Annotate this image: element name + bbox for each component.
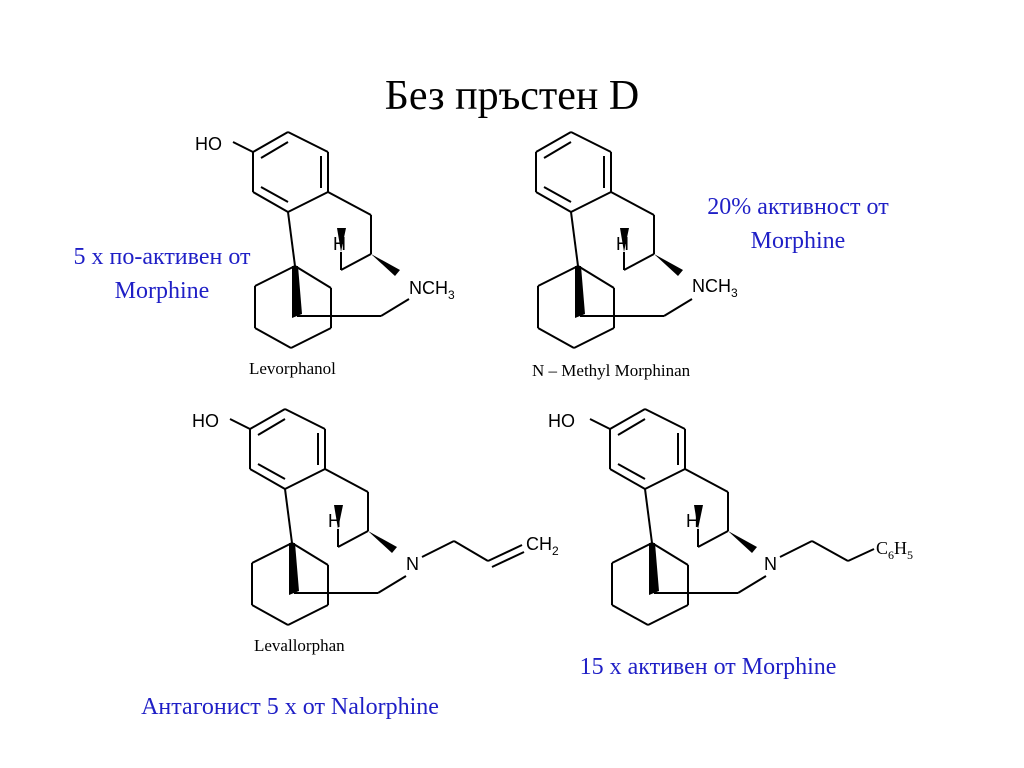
bridge-h-label: H — [616, 234, 629, 254]
methylmorphinan-structure: H NCH3 — [535, 131, 738, 349]
svg-text:C6H5: C6H5 — [876, 538, 913, 562]
n-methyl-label: CH — [705, 276, 731, 296]
phenyl-c-subscript: 6 — [888, 548, 894, 562]
levorphanol-note: 5 x по-активен от Morphine — [73, 244, 251, 304]
levallorphan-caption: Levallorphan — [254, 636, 345, 655]
methylmorphinan-note: 20% активност от Morphine — [707, 194, 889, 254]
phenylpropyl-structure: HO H N C6H5 — [548, 408, 913, 626]
n-methyl-subscript: 3 — [731, 286, 738, 300]
methylmorphinan-caption: N – Methyl Morphinan — [532, 361, 691, 380]
hydroxyl-label: HO — [192, 411, 219, 431]
levorphanol-caption: Levorphanol — [249, 359, 336, 378]
terminal-ch-label: CH — [526, 534, 552, 554]
slide-title: Без пръстен D — [384, 73, 640, 119]
nitrogen-label: N — [764, 554, 777, 574]
phenyl-h-label: H — [894, 538, 907, 558]
bridge-h-label: H — [686, 511, 699, 531]
n-methyl-subscript: 3 — [448, 288, 455, 302]
levallorphan-structure: HO H N CH2 — [192, 408, 559, 626]
phenyl-h-subscript: 5 — [907, 548, 913, 562]
svg-text:NCH3: NCH3 — [692, 276, 738, 300]
bridge-h-label: H — [333, 234, 346, 254]
bridge-h-label: H — [328, 511, 341, 531]
svg-text:NCH3: NCH3 — [409, 278, 455, 302]
hydroxyl-label: HO — [195, 134, 222, 154]
nitrogen-label: N — [409, 278, 422, 298]
terminal-ch-subscript: 2 — [552, 544, 559, 558]
phenylpropyl-note: 15 x активен от Morphine — [579, 654, 837, 680]
levorphanol-structure: HO H NCH3 — [195, 131, 455, 349]
levallorphan-note: Антагонист 5 x от Nalorphine — [141, 694, 439, 720]
nitrogen-label: N — [406, 554, 419, 574]
hydroxyl-label: HO — [548, 411, 575, 431]
nitrogen-label: N — [692, 276, 705, 296]
n-methyl-label: CH — [422, 278, 448, 298]
svg-text:CH2: CH2 — [526, 534, 559, 558]
phenyl-c-label: C — [876, 538, 888, 558]
